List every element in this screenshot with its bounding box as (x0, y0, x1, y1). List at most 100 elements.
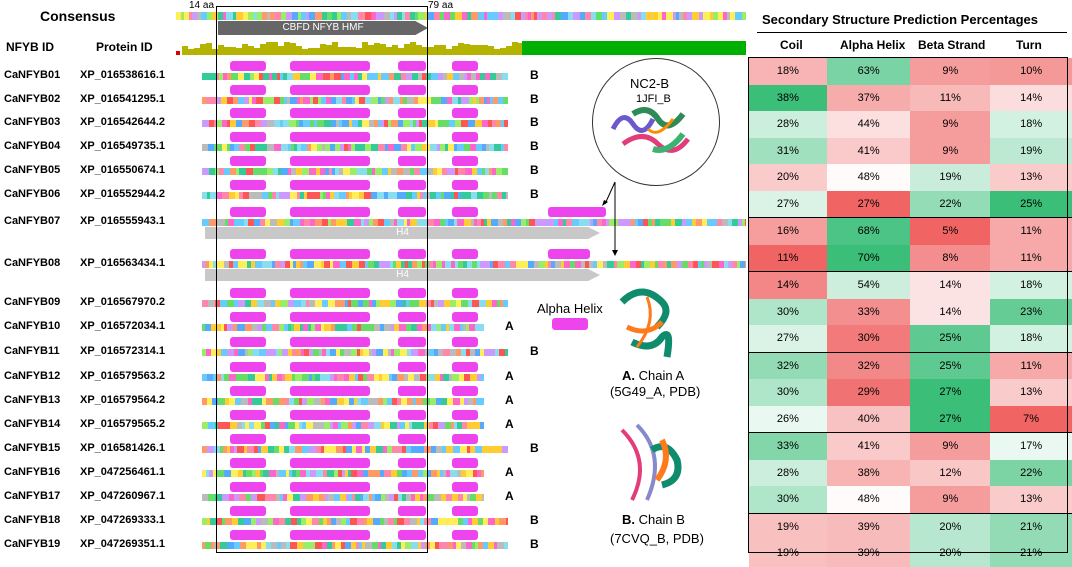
table-cell: 29% (826, 379, 911, 406)
chain-a-caption: A. Chain A (622, 368, 684, 383)
helix-segment (290, 312, 370, 322)
row-nfyb-id: CaNFYB02 (4, 93, 61, 105)
table-cell: 41% (826, 137, 911, 164)
helix-segment (290, 362, 370, 372)
table-cell: 9% (910, 432, 991, 460)
table-cell: 30% (749, 486, 827, 513)
legend-helix-swatch (552, 318, 588, 330)
row-chain-label: B (530, 163, 539, 177)
table-cell: 37% (826, 84, 911, 111)
table-cell: 9% (910, 111, 991, 138)
table-cell: 9% (910, 486, 991, 513)
helix-segment (398, 180, 426, 190)
helix-segment (452, 85, 478, 95)
table-cell: 32% (749, 351, 827, 379)
helix-segment (230, 108, 266, 118)
helix-segment (290, 506, 370, 516)
row-chain-label: B (530, 441, 539, 455)
table-row: 18%63%9%10% (749, 58, 1072, 85)
table-cell: 19% (749, 512, 827, 540)
helix-segment (290, 410, 370, 420)
table-cell: 27% (826, 190, 911, 218)
helix-segment (230, 434, 266, 444)
table-cell: 14% (910, 298, 991, 325)
table-cell: 25% (910, 325, 991, 352)
helix-segment (452, 108, 478, 118)
row-chain-label: B (530, 344, 539, 358)
table-row: 27%27%22%25% (749, 190, 1072, 218)
row-chain-label: A (505, 393, 514, 407)
row-protein-id: XP_016579564.2 (80, 394, 166, 406)
table-cell: 48% (826, 164, 911, 191)
helix-segment (290, 530, 370, 540)
table-cell: 13% (990, 164, 1072, 191)
helix-segment (398, 312, 426, 322)
helix-segment (452, 180, 478, 190)
table-cell: 18% (990, 325, 1072, 352)
table-row: 16%68%5%11% (749, 217, 1072, 245)
row-chain-label: A (505, 319, 514, 333)
table-cell: 32% (826, 351, 911, 379)
table-row: 28%44%9%18% (749, 111, 1072, 138)
table-cell: 19% (749, 540, 827, 567)
row-protein-id: XP_016538616.1 (80, 69, 166, 81)
table-row: 31%41%9%19% (749, 137, 1072, 164)
helix-segment (230, 85, 266, 95)
table-cell: 21% (990, 512, 1072, 540)
row-sequence (202, 518, 508, 525)
row-sequence (202, 120, 508, 127)
row-protein-id: XP_016550674.1 (80, 164, 166, 176)
table-cell: 28% (749, 111, 827, 138)
helix-segment-extra (548, 207, 606, 217)
row-sequence (202, 144, 508, 151)
table-cell: 68% (826, 217, 911, 245)
table-cell: 11% (990, 217, 1072, 245)
table-title: Secondary Structure Prediction Percentag… (762, 12, 1038, 27)
table-row: 33%41%9%17% (749, 432, 1072, 460)
row-nfyb-id: CaNFYB12 (4, 370, 61, 382)
helix-segment (230, 482, 266, 492)
table-cell: 30% (749, 298, 827, 325)
row-nfyb-id: CaNFYB13 (4, 394, 61, 406)
table-cell: 5% (910, 217, 991, 245)
conservation-track (176, 41, 746, 55)
helix-segment (290, 482, 370, 492)
percentage-table: 18%63%9%10%38%37%11%14%28%44%9%18%31%41%… (749, 58, 1072, 567)
table-cell: 10% (990, 58, 1072, 85)
chain-b-letter: B. (622, 512, 635, 527)
table-cell: 48% (826, 486, 911, 513)
helix-segment (452, 207, 478, 217)
table-title-rule (757, 32, 1067, 33)
helix-segment (290, 132, 370, 142)
helix-segment (398, 85, 426, 95)
helix-segment (230, 386, 266, 396)
row-protein-id: XP_016572034.1 (80, 320, 166, 332)
row-sequence (202, 324, 484, 331)
chain-b-structure-image (620, 423, 682, 501)
helix-segment (290, 458, 370, 468)
row-chain-label: B (530, 187, 539, 201)
table-cell: 19% (910, 164, 991, 191)
row-sequence (202, 168, 508, 175)
nc2b-label: NC2-B (630, 76, 670, 91)
table-cell: 17% (990, 432, 1072, 460)
helix-segment (290, 85, 370, 95)
row-sequence (202, 73, 508, 80)
nc2b-structure-circle (592, 58, 720, 186)
row-protein-id: XP_016572314.1 (80, 345, 166, 357)
table-cell: 54% (826, 271, 911, 299)
helix-segment (398, 61, 426, 71)
cbfd-domain-arrow: CBFD NFYB HMF (218, 21, 428, 35)
helix-segment (230, 207, 266, 217)
row-sequence (202, 446, 508, 453)
table-cell: 11% (990, 244, 1072, 272)
helix-segment (230, 337, 266, 347)
table-cell: 9% (910, 137, 991, 164)
table-cell: 33% (749, 432, 827, 460)
row-nfyb-id: CaNFYB17 (4, 490, 61, 502)
row-protein-id: XP_016541295.1 (80, 93, 166, 105)
h4-feature-arrow: H4 (205, 269, 600, 281)
helix-segment (290, 180, 370, 190)
table-cell: 18% (990, 271, 1072, 299)
helix-segment (398, 506, 426, 516)
